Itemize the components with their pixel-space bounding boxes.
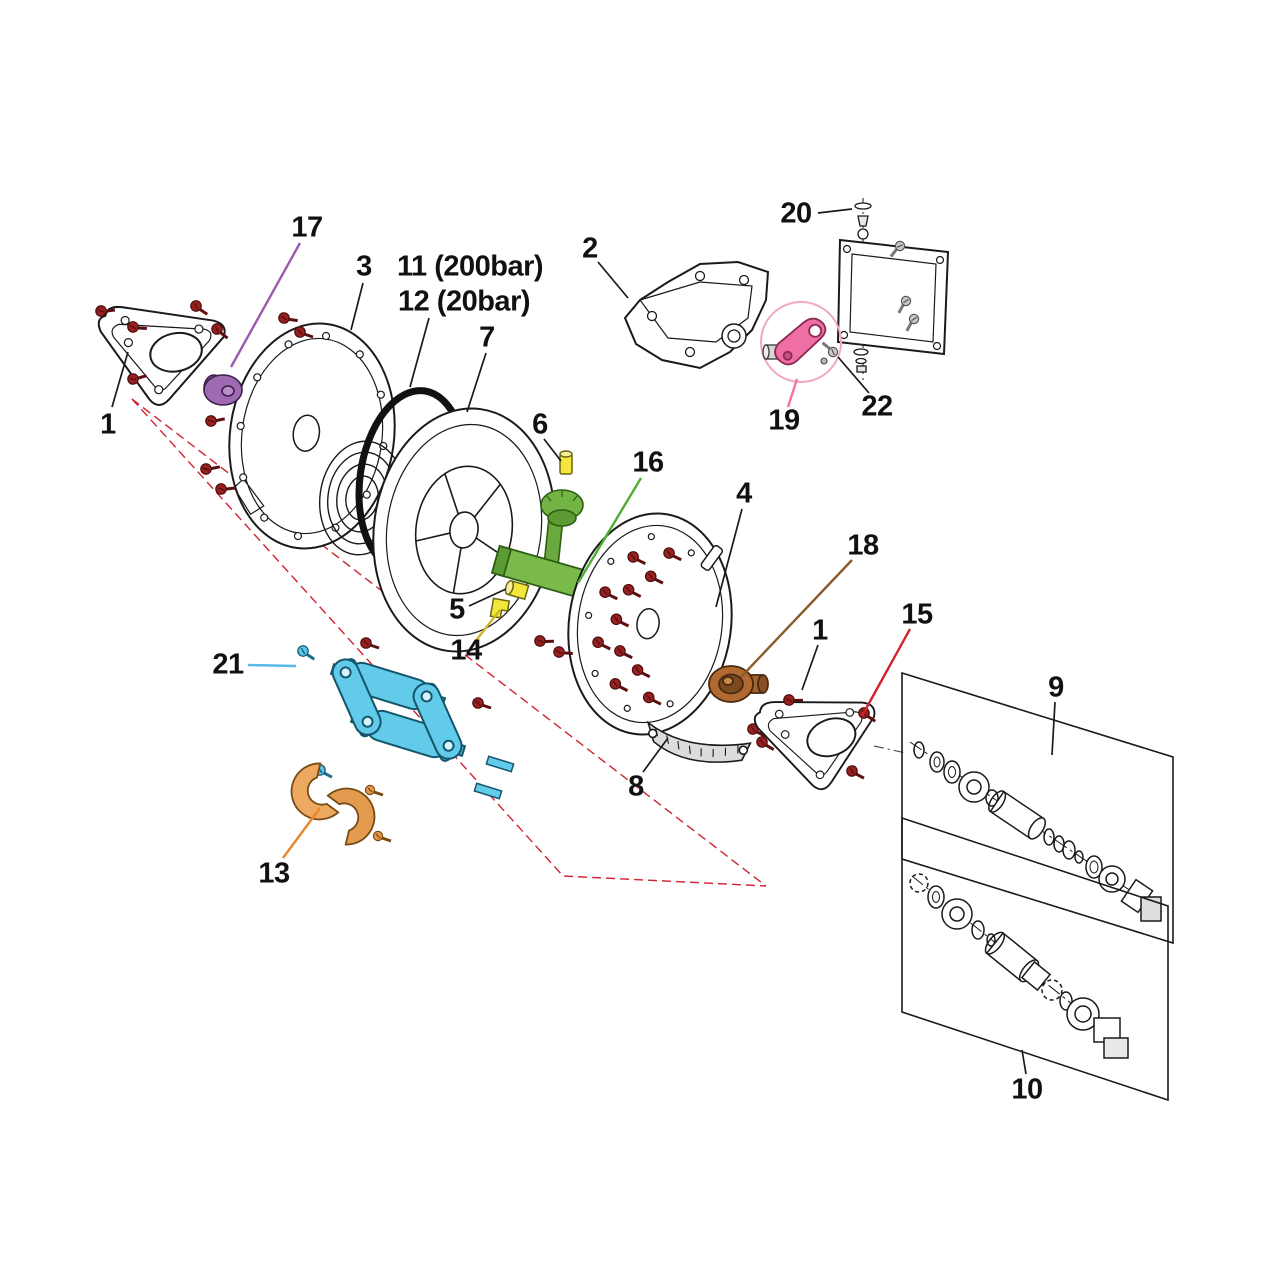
grease-nipple-yellow bbox=[559, 450, 573, 475]
leader-line-3 bbox=[350, 282, 364, 331]
leader-line-1-left bbox=[111, 351, 129, 408]
leader-line-9 bbox=[1051, 701, 1056, 756]
leader-line-17 bbox=[229, 242, 302, 368]
leader-line-13 bbox=[282, 807, 321, 859]
leader-line-18 bbox=[740, 559, 853, 678]
right-mounting-bracket bbox=[752, 689, 907, 797]
leader-line-12 bbox=[409, 317, 430, 388]
ratchet-segment bbox=[646, 720, 752, 763]
wall-mount-bracket bbox=[836, 198, 950, 380]
leader-line-5 bbox=[468, 588, 507, 607]
leader-line-21 bbox=[247, 663, 297, 668]
roller-guide-assembly bbox=[295, 636, 515, 800]
leader-line-6 bbox=[543, 438, 562, 462]
leader-line-16 bbox=[576, 477, 643, 584]
hose-clamp-halves bbox=[290, 762, 393, 846]
fitting-yellow-5 bbox=[504, 579, 530, 601]
leader-line-1-right bbox=[801, 644, 819, 691]
elbow-yellow-14 bbox=[489, 597, 511, 619]
leader-lines bbox=[111, 208, 1056, 1075]
ratchet-hub-brown bbox=[708, 665, 769, 703]
leader-line-20 bbox=[817, 208, 853, 214]
leader-line-22 bbox=[837, 356, 870, 394]
release-lever-assembly bbox=[760, 301, 842, 383]
lever-pink bbox=[774, 317, 827, 366]
leader-line-14 bbox=[473, 609, 501, 644]
valve-knob-green bbox=[540, 489, 584, 527]
seal-kit-10-parts bbox=[909, 873, 1129, 1059]
support-arm-bracket bbox=[623, 260, 770, 370]
leader-line-19 bbox=[786, 378, 799, 408]
leader-line-10 bbox=[1021, 1049, 1027, 1075]
leader-line-7 bbox=[466, 352, 487, 413]
leader-line-4 bbox=[715, 508, 743, 608]
outer-reel-disc bbox=[567, 512, 733, 736]
leader-line-8 bbox=[642, 737, 669, 773]
leader-line-15 bbox=[860, 628, 912, 717]
spring-hub-purple bbox=[203, 374, 243, 406]
leader-line-2 bbox=[597, 261, 629, 299]
